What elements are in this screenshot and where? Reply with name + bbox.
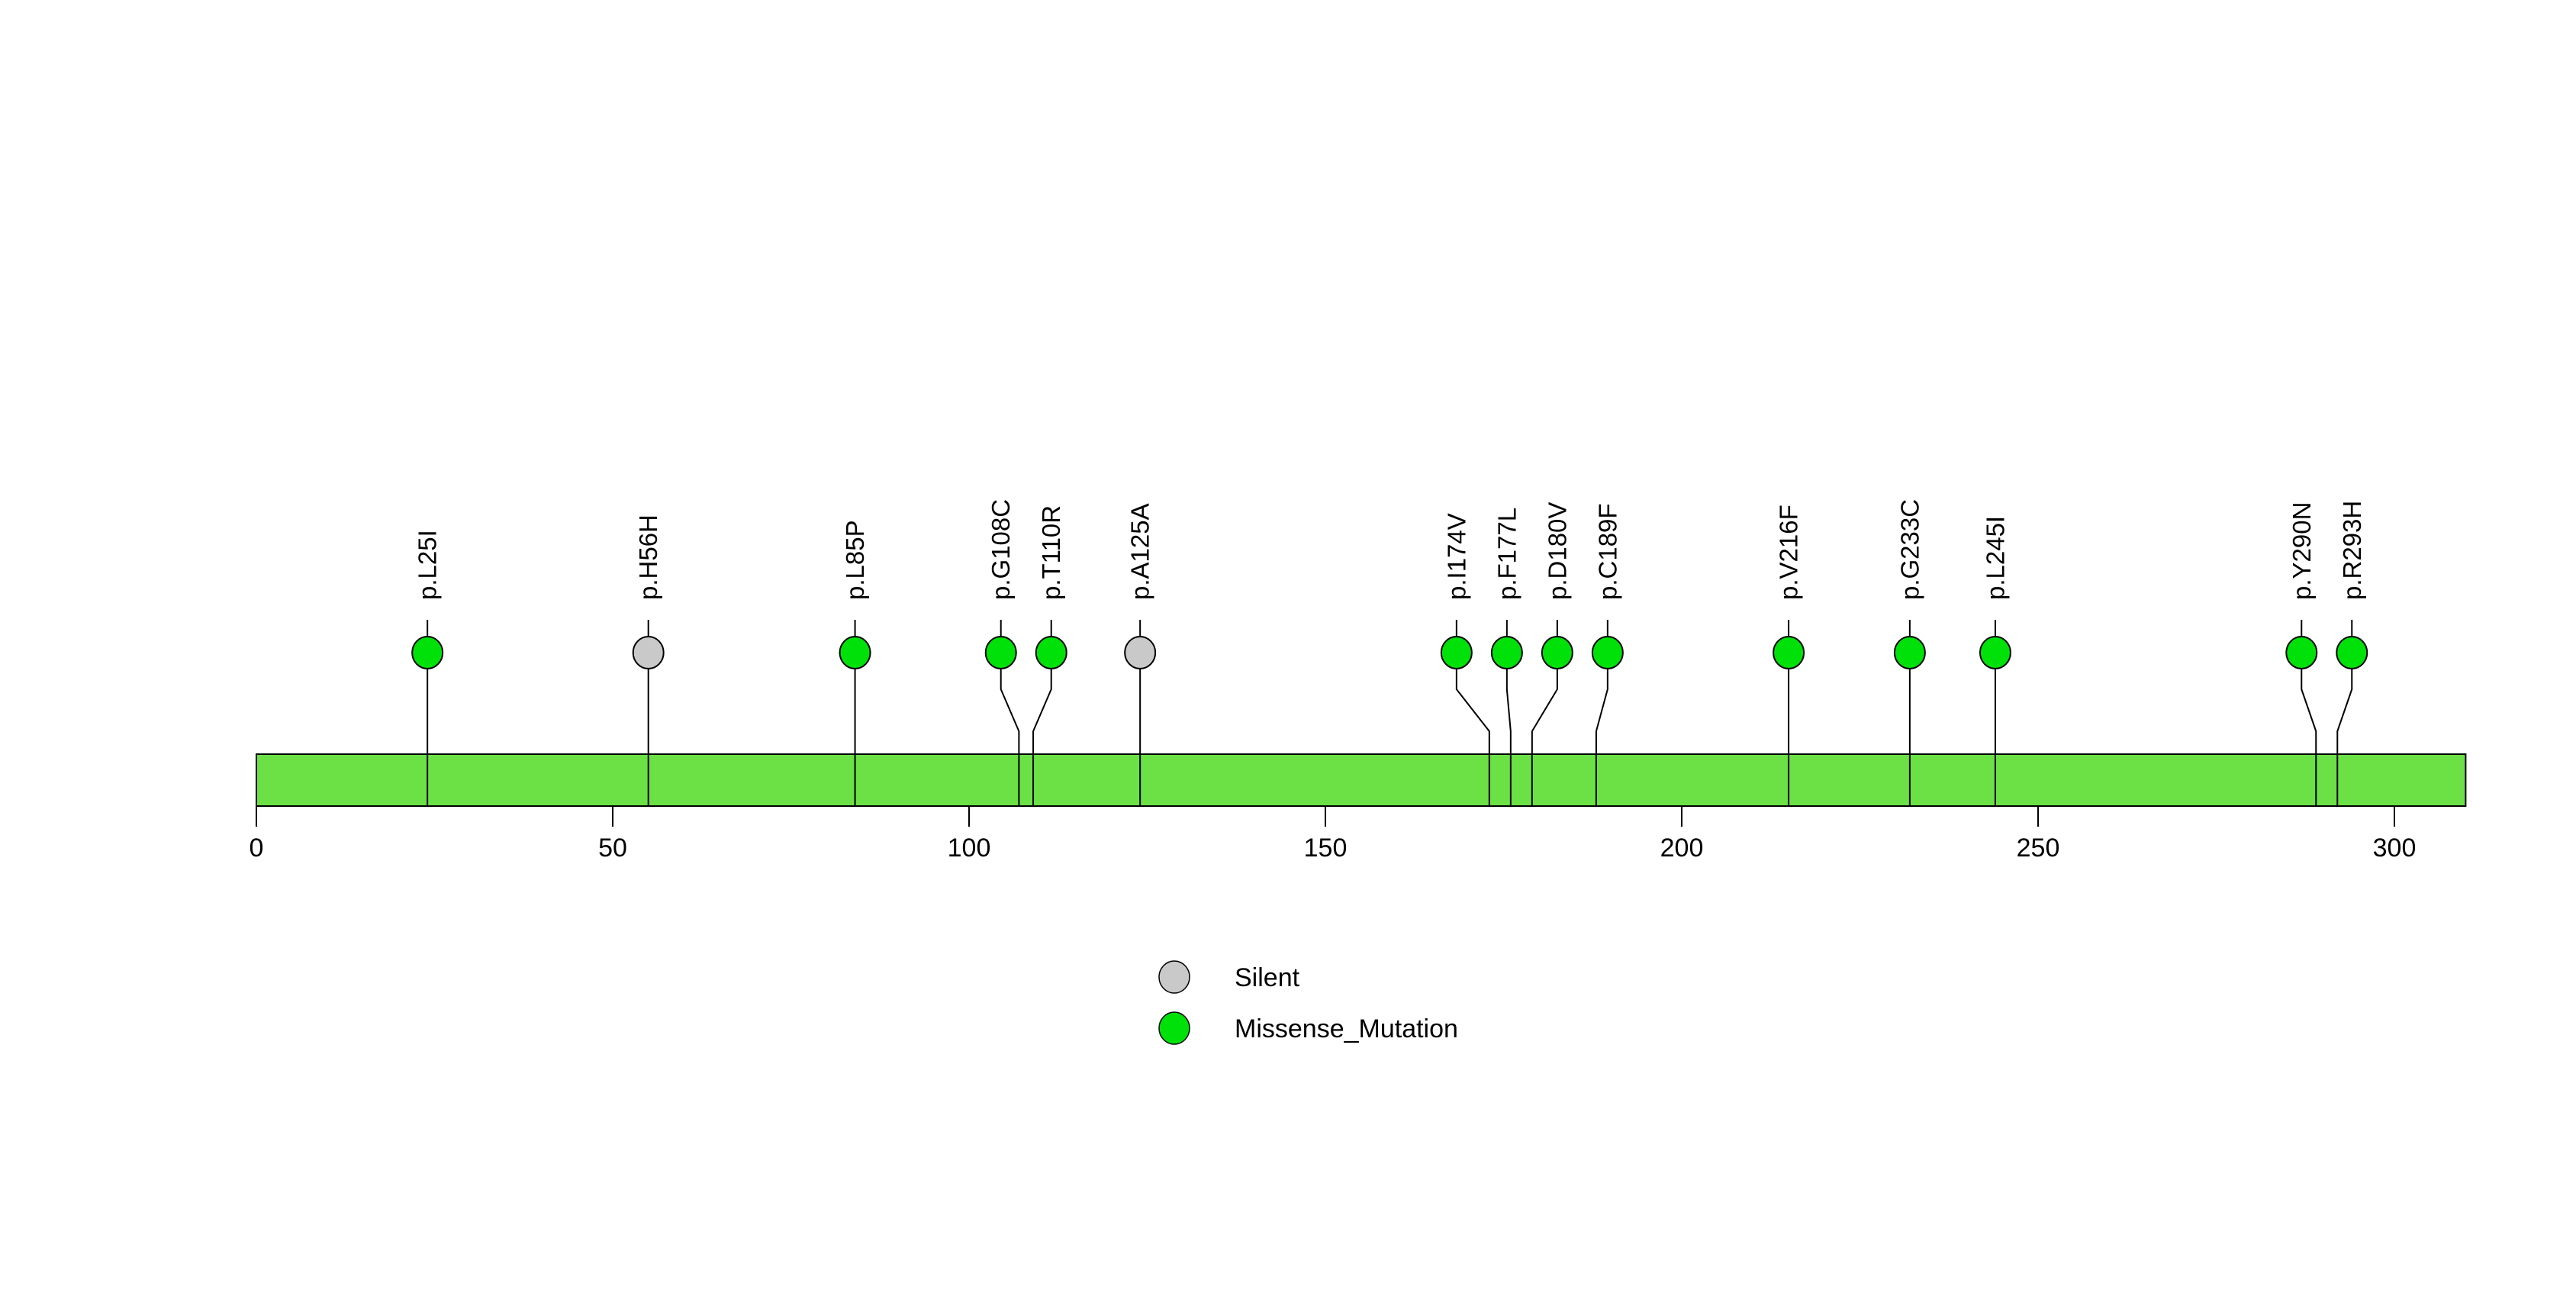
mutation-label: p.L245I: [1981, 516, 2009, 600]
mutation-label: p.C189F: [1593, 503, 1621, 600]
axis-tick-label: 150: [1304, 834, 1348, 863]
legend-swatch-missense_mutation: [1158, 1011, 1190, 1045]
legend-label: Missense_Mutation: [1235, 1014, 1458, 1043]
mutation-marker: [632, 636, 665, 669]
mutation-marker: [1591, 636, 1624, 669]
mutation-label: p.T110R: [1037, 505, 1065, 600]
mutation-marker: [1773, 636, 1805, 669]
mutation-marker: [1979, 636, 2011, 669]
legend-swatch-silent: [1158, 960, 1190, 994]
mutation-marker: [2285, 636, 2318, 669]
mutation-label: p.G233C: [1895, 499, 1924, 600]
axis-tick-label: 0: [250, 834, 264, 863]
mutation-marker: [1893, 636, 1926, 669]
mutation-label: p.L25I: [414, 530, 442, 600]
mutation-label: p.A125A: [1126, 503, 1154, 600]
axis-tick-label: 300: [2373, 834, 2417, 863]
mutation-label: p.I174V: [1442, 513, 1470, 600]
axis-tick-label: 100: [948, 834, 991, 863]
mutation-marker: [1035, 636, 1067, 669]
mutation-label: p.L85P: [841, 520, 869, 600]
mutation-label: p.Y290N: [2288, 502, 2316, 600]
axis-tick-label: 250: [2017, 834, 2060, 863]
mutation-marker: [411, 636, 444, 669]
mutation-marker: [1490, 636, 1523, 669]
legend-label: Silent: [1235, 963, 1300, 992]
axis-tick-label: 50: [598, 834, 627, 863]
protein-backbone: [256, 753, 2467, 807]
mutation-marker: [1440, 636, 1473, 669]
mutation-marker: [1124, 636, 1157, 669]
mutation-label: p.V216F: [1775, 505, 1803, 600]
mutation-label: p.R293H: [2338, 501, 2366, 600]
axis-tick-label: 200: [1660, 834, 1704, 863]
mutation-marker: [2336, 636, 2368, 669]
mutation-marker: [1541, 636, 1573, 669]
mutation-marker: [984, 636, 1017, 669]
mutation-label: p.G108C: [987, 499, 1015, 600]
mutation-marker: [839, 636, 871, 669]
mutation-label: p.F177L: [1492, 508, 1521, 600]
mutation-label: p.D180V: [1543, 502, 1571, 600]
mutation-label: p.H56H: [634, 514, 662, 600]
